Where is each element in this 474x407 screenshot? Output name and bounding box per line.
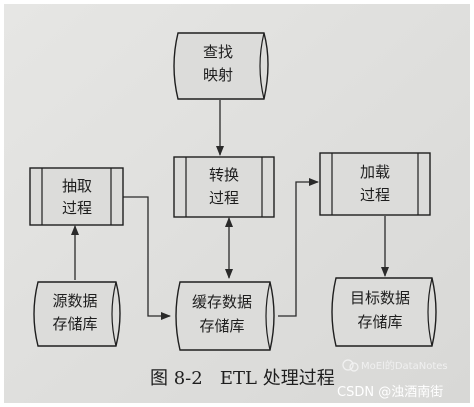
watermark-account: MoEl的DataNotes	[342, 359, 448, 372]
node-source-store: 源数据 存储库	[33, 281, 121, 347]
extract-process-line2: 过程	[62, 199, 92, 217]
transform-process-line2: 过程	[209, 189, 239, 207]
arrow-staging-to-load	[278, 178, 319, 317]
wechat-icon	[342, 359, 354, 371]
node-lookup-mapping: 查找 映射	[173, 32, 269, 100]
node-transform-process: 转换 过程	[173, 156, 275, 218]
target-store-line1: 目标数据	[350, 289, 410, 307]
node-target-store: 目标数据 存储库	[331, 277, 437, 347]
load-process-line2: 过程	[360, 186, 390, 204]
staging-store-line1: 缓存数据	[192, 293, 252, 311]
node-staging-store: 缓存数据 存储库	[175, 281, 275, 351]
node-load-process: 加载 过程	[319, 152, 431, 216]
lookup-mapping-line2: 映射	[203, 66, 233, 84]
watermark-account-text: MoEl的DataNotes	[361, 359, 448, 372]
arrow-extract-to-staging	[123, 196, 171, 320]
extract-process-line1: 抽取	[62, 177, 92, 195]
source-store-line2: 存储库	[52, 315, 97, 333]
watermark-csdn: CSDN @浊酒南街	[337, 384, 443, 400]
staging-store-line2: 存储库	[199, 317, 244, 335]
figure-caption: 图 8-2 ETL 处理过程	[150, 368, 335, 389]
target-store-line2: 存储库	[357, 313, 402, 331]
transform-process-line1: 转换	[209, 166, 239, 184]
node-extract-process: 抽取 过程	[29, 167, 124, 226]
source-store-line1: 源数据	[52, 292, 97, 310]
lookup-mapping-line1: 查找	[203, 43, 233, 61]
load-process-line1: 加载	[360, 163, 390, 181]
